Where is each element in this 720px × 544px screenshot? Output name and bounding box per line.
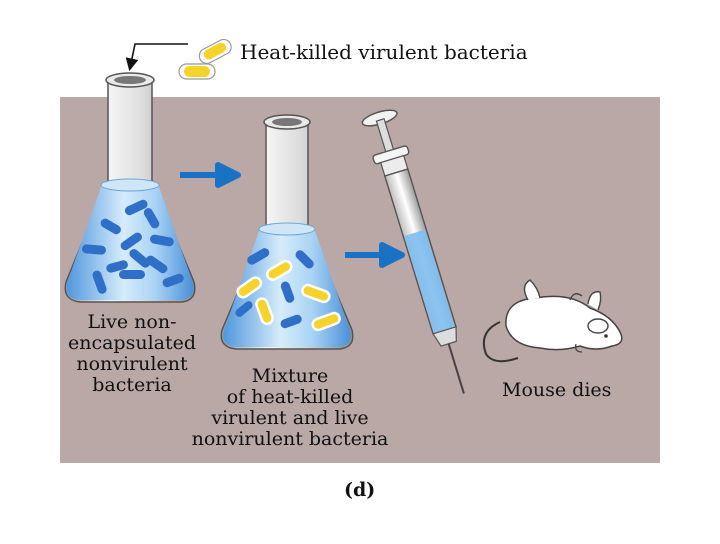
flask1-label: Live non- encapsulated nonvirulent bacte… [62,312,202,396]
flask2-label-line: virulent and live [211,407,369,429]
heat-killed-bacteria-icon [178,38,232,80]
flask1-label-line: bacteria [92,374,172,396]
flask1-label-line: encapsulated [67,332,197,354]
arrow-right-icon [345,242,405,268]
syringe-icon [361,109,465,394]
flask1-label-line: nonvirulent [76,353,188,375]
bacterium-icon [235,248,341,332]
flask1-label-line: Live non- [87,311,177,333]
bacterium-icon [81,199,184,294]
flask2-label-line: nonvirulent bacteria [191,428,389,450]
flask-icon [220,114,354,350]
flask2-label-line: of heat-killed [226,386,354,408]
panel-label: (d) [344,479,376,501]
arrow-right-icon [180,162,241,188]
flask2-label-line: Mixture [251,365,329,387]
flask2-label: Mixture of heat-killed virulent and live… [170,366,410,450]
mouse-label: Mouse dies [502,379,612,401]
mouse-icon [482,279,623,363]
leader-arrow [125,43,188,72]
header-label: Heat-killed virulent bacteria [240,40,528,64]
flask-icon [64,72,196,303]
